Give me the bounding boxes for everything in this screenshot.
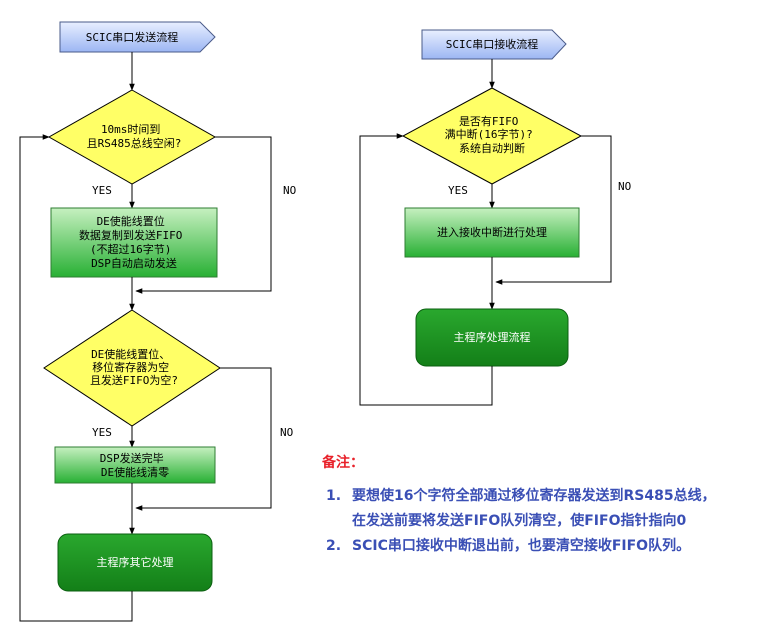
left-process-1-line3: (不超过16字节)	[90, 242, 172, 256]
left-flow: SCIC串口发送流程 10ms时间到 且RS485总线空闲? YES NO DE…	[19, 21, 296, 622]
left-process-1-line2: 数据复制到发送FIFO	[79, 228, 183, 242]
right-decision-1-line1: 是否有FIFO	[459, 114, 519, 128]
right-decision-1-line3: 系统自动判断	[459, 141, 525, 155]
left-terminal-text: 主程序其它处理	[97, 555, 174, 569]
left-decision-1-line1: 10ms时间到	[101, 123, 161, 136]
note-item-2: 2. SCIC串口接收中断退出前，也要清空接收FIFO队列。	[322, 534, 772, 559]
note-item-2-line1: SCIC串口接收中断退出前，也要清空接收FIFO队列。	[352, 538, 691, 554]
right-no-1: NO	[618, 180, 631, 193]
left-process-1-line4: DSP自动启动发送	[91, 256, 177, 270]
left-process-2-text: DSP发送完毕 DE使能线清零	[100, 451, 171, 479]
right-terminal-text: 主程序处理流程	[454, 330, 531, 344]
left-flow-title: SCIC串口发送流程	[86, 30, 179, 44]
left-decision-2-line1: DE使能线置位、	[91, 347, 170, 361]
left-no-2: NO	[280, 426, 293, 439]
right-flow: SCIC串口接收流程 是否有FIFO 满中断(16字节)? 系统自动判断 YES…	[359, 29, 631, 406]
left-no-1: NO	[283, 184, 296, 197]
right-start-card	[421, 29, 567, 60]
left-process-2-line2: DE使能线清零	[101, 465, 169, 479]
note-item-2-number: 2.	[326, 538, 342, 554]
right-flow-title: SCIC串口接收流程	[446, 37, 539, 51]
left-decision-2-text: DE使能线置位、 移位寄存器为空 且发送FIFO为空?	[90, 347, 178, 387]
left-process-1	[50, 207, 218, 278]
left-process-2	[54, 446, 216, 484]
notes-section: 备注： 1. 要想使16个字符全部通过移位寄存器发送到RS485总线， 在发送前要…	[322, 452, 772, 559]
note-item-1-continuation: 在发送前要将发送FIFO队列清空，使FIFO指针指向0	[322, 509, 772, 534]
note-item-1-line2: 在发送前要将发送FIFO队列清空，使FIFO指针指向0	[352, 513, 687, 529]
left-decision-2-line2: 移位寄存器为空	[92, 360, 169, 374]
right-yes-1: YES	[448, 184, 468, 197]
left-yes-1: YES	[92, 184, 112, 197]
left-start-card	[59, 21, 216, 53]
left-process-2-line1: DSP发送完毕	[100, 451, 164, 465]
left-decision-1-line2: 且RS485总线空闲?	[87, 136, 182, 150]
note-item-1: 1. 要想使16个字符全部通过移位寄存器发送到RS485总线，	[322, 484, 772, 509]
left-process-1-text: DE使能线置位 数据复制到发送FIFO (不超过16字节) DSP自动启动发送	[79, 214, 189, 270]
right-decision-1-line2: 满中断(16字节)?	[445, 127, 533, 141]
notes-title: 备注：	[322, 455, 364, 471]
left-yes-2: YES	[92, 426, 112, 439]
left-terminal	[57, 533, 213, 592]
note-item-1-number: 1.	[326, 488, 342, 504]
left-decision-1-text: 10ms时间到 且RS485总线空闲?	[87, 123, 182, 150]
left-process-1-line1: DE使能线置位	[97, 214, 165, 228]
right-decision-1-text: 是否有FIFO 满中断(16字节)? 系统自动判断	[445, 114, 540, 155]
left-decision-2-line3: 且发送FIFO为空?	[90, 373, 178, 387]
right-process-1	[404, 207, 580, 258]
right-process-1-text: 进入接收中断进行处理	[437, 225, 547, 239]
note-item-1-line1: 要想使16个字符全部通过移位寄存器发送到RS485总线，	[352, 488, 716, 504]
